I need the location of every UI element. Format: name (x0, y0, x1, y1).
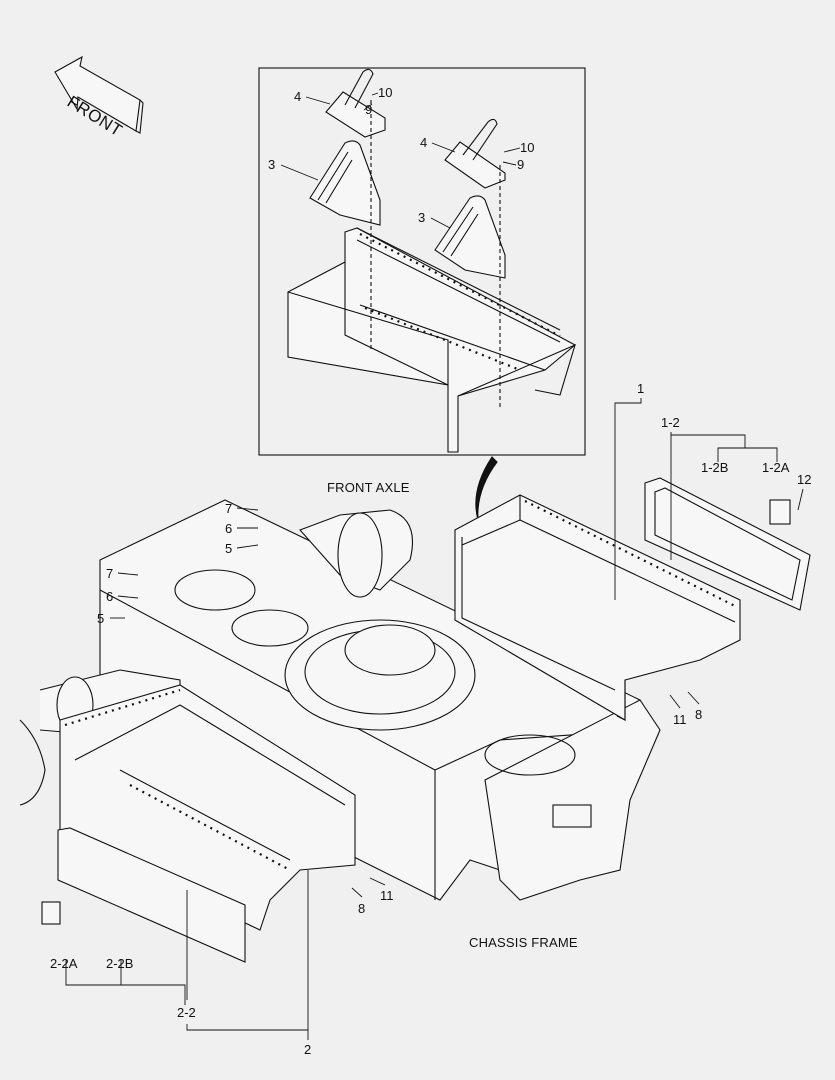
callout-1-2b: 1-2B (701, 460, 729, 475)
front-arrow-icon (54, 55, 144, 134)
callout-3: 3 (418, 210, 426, 225)
step-assembly-right-icon (454, 477, 811, 721)
callout-3: 3 (268, 157, 276, 172)
callout-9: 9 (517, 157, 525, 172)
callout-1-2a: 1-2A (762, 460, 790, 475)
chassis-frame-caption: CHASSIS FRAME (469, 935, 578, 950)
callout-7: 7 (225, 501, 233, 516)
callout-5: 5 (97, 611, 105, 626)
callout-6: 6 (106, 589, 114, 604)
callout-8: 8 (358, 901, 366, 916)
callout-11: 11 (380, 888, 394, 903)
wheel-chock-icon (309, 140, 506, 279)
callout-12: 12 (797, 472, 812, 487)
front-axle-caption: FRONT AXLE (327, 480, 410, 495)
callout-5: 5 (225, 541, 233, 556)
callout-6: 6 (225, 521, 233, 536)
callout-8: 8 (695, 707, 703, 722)
callout-2-2: 2-2 (177, 1005, 196, 1020)
callout-1-2: 1-2 (661, 415, 680, 430)
callout-2: 2 (304, 1042, 312, 1057)
callout-11: 11 (673, 712, 687, 727)
callout-4: 4 (420, 135, 428, 150)
callout-10: 10 (520, 140, 535, 155)
step-assembly-left-icon (41, 684, 356, 963)
chock-bracket-icon (325, 68, 506, 410)
callout-7: 7 (106, 566, 114, 581)
leader-lines (65, 92, 804, 1040)
inset-step-tray (287, 227, 576, 453)
callout-2-2a: 2-2A (50, 956, 78, 971)
inset-frame (258, 67, 586, 456)
callout-1: 1 (637, 381, 645, 396)
callout-9: 9 (365, 102, 373, 117)
callout-4: 4 (294, 89, 302, 104)
callout-10: 10 (378, 85, 393, 100)
callout-2-2b: 2-2B (106, 956, 134, 971)
